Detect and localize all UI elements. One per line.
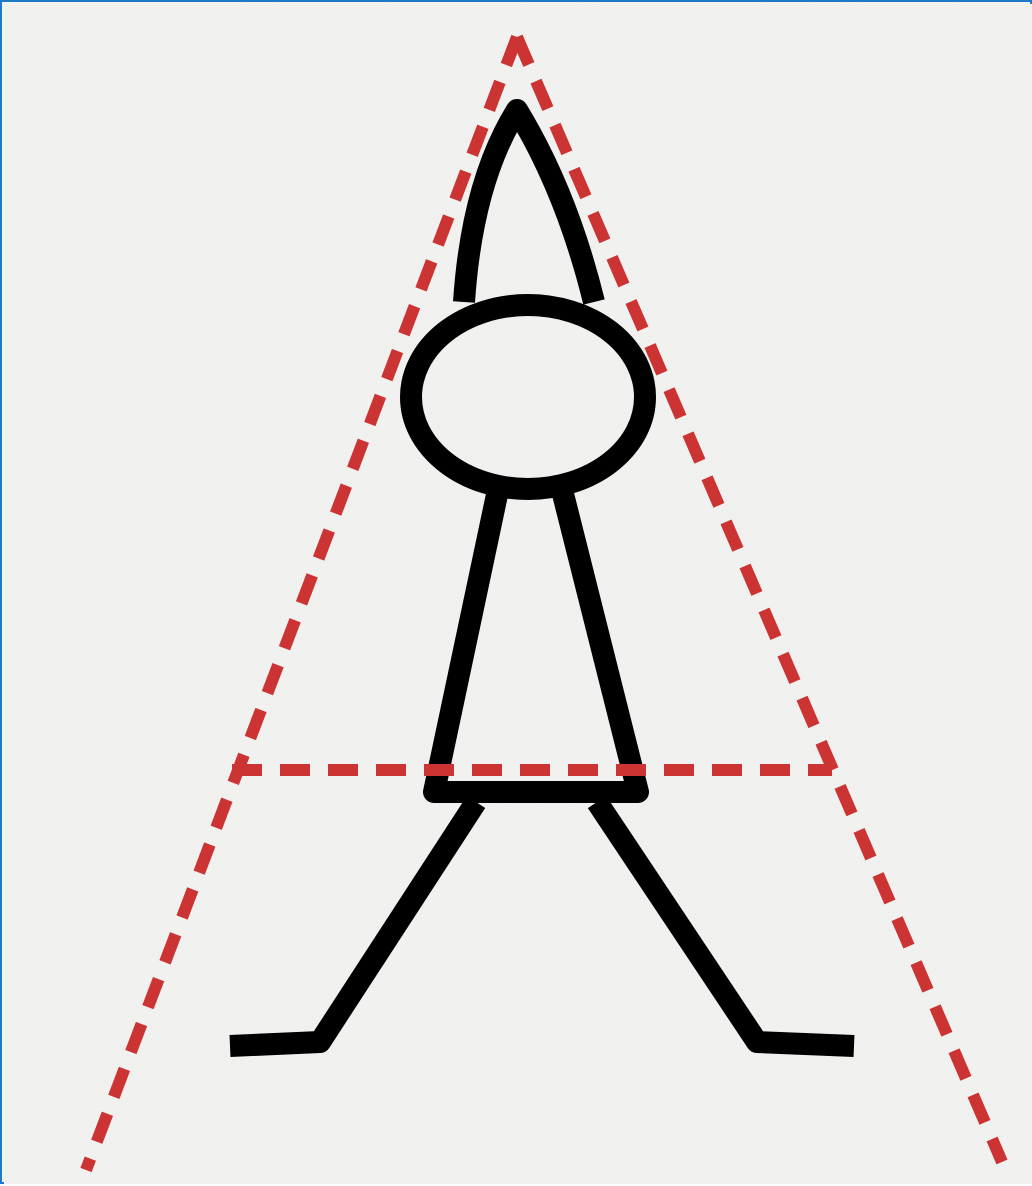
paper-texture — [4, 4, 1032, 1184]
